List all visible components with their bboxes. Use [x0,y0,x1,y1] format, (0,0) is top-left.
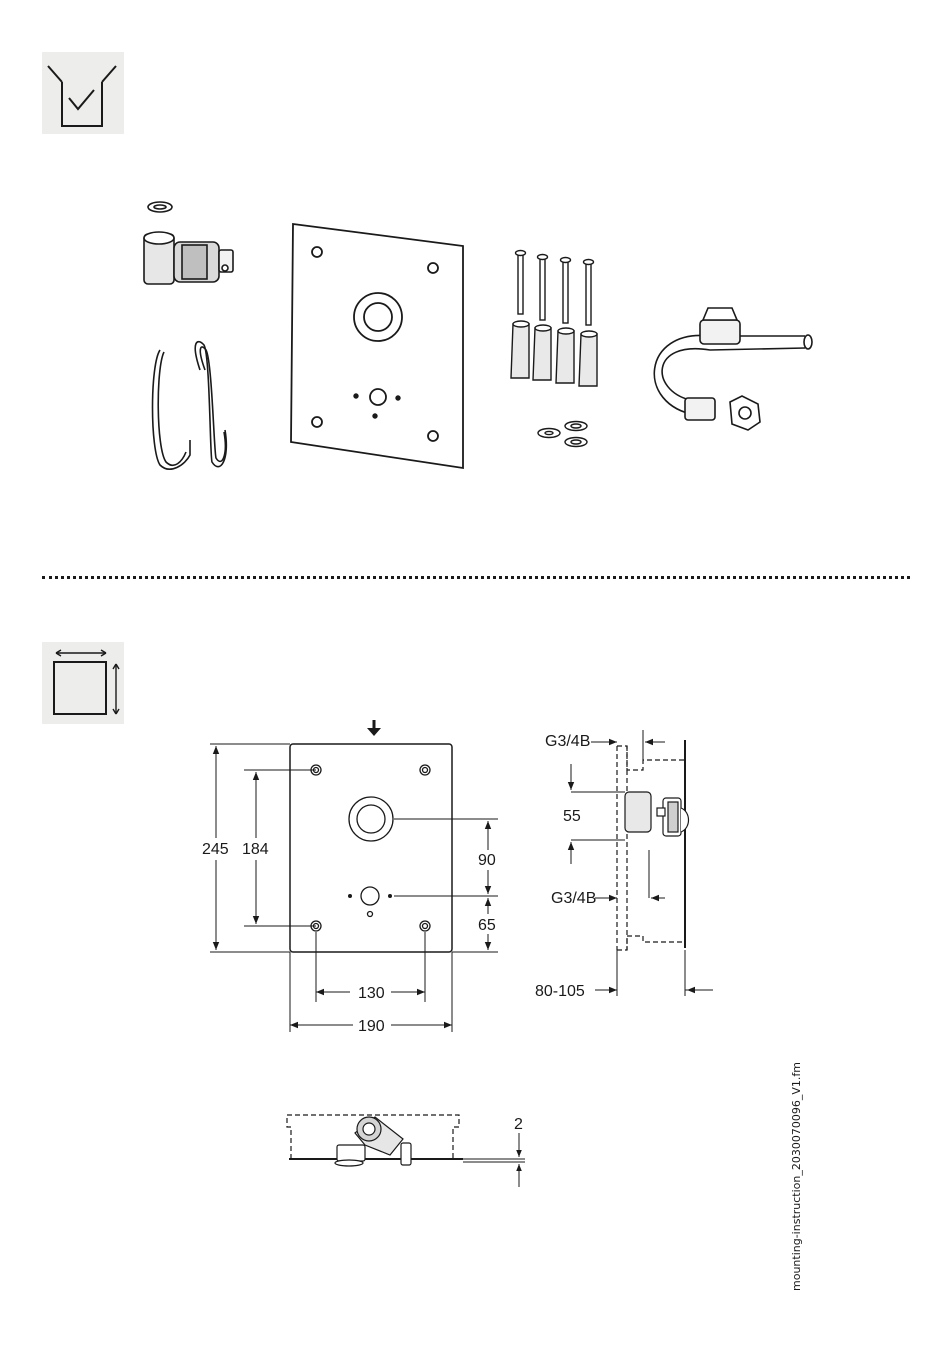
front-view-drawing: 245 184 90 65 130 190 [180,710,520,1040]
mounting-hooks [153,342,227,469]
screws-and-dowels [511,251,597,447]
dimensions-square-icon [42,642,124,724]
bottom-view-drawing: 2 [285,1105,535,1195]
label-thread-bottom: G3/4B [551,890,596,907]
section-divider [42,576,910,579]
dim-lower-to-bottom-hole: 65 [478,917,496,934]
connection-hose [654,308,812,430]
label-connection-spacing: 55 [563,808,581,825]
angle-valve-body [144,232,233,284]
washer-small [148,202,172,212]
dim-hole-spacing-vertical: 184 [242,841,269,858]
dim-total-height: 245 [202,841,229,858]
label-thread-top: G3/4B [545,733,590,750]
dim-hole-spacing-horizontal: 130 [358,985,385,1002]
side-view-drawing: G3/4B 55 G3/4B 80-105 [525,720,725,1010]
label-depth-range: 80-105 [535,983,585,1000]
document-id-label: mounting-instruction_2030070096_V1.fm [790,991,803,1291]
box-checkmark-icon [42,52,124,134]
mounting-plate [291,224,463,468]
delivery-contents-illustration [130,190,830,480]
label-offset: 2 [514,1116,523,1133]
dim-center-to-lower: 90 [478,852,496,869]
dim-total-width: 190 [358,1018,385,1035]
